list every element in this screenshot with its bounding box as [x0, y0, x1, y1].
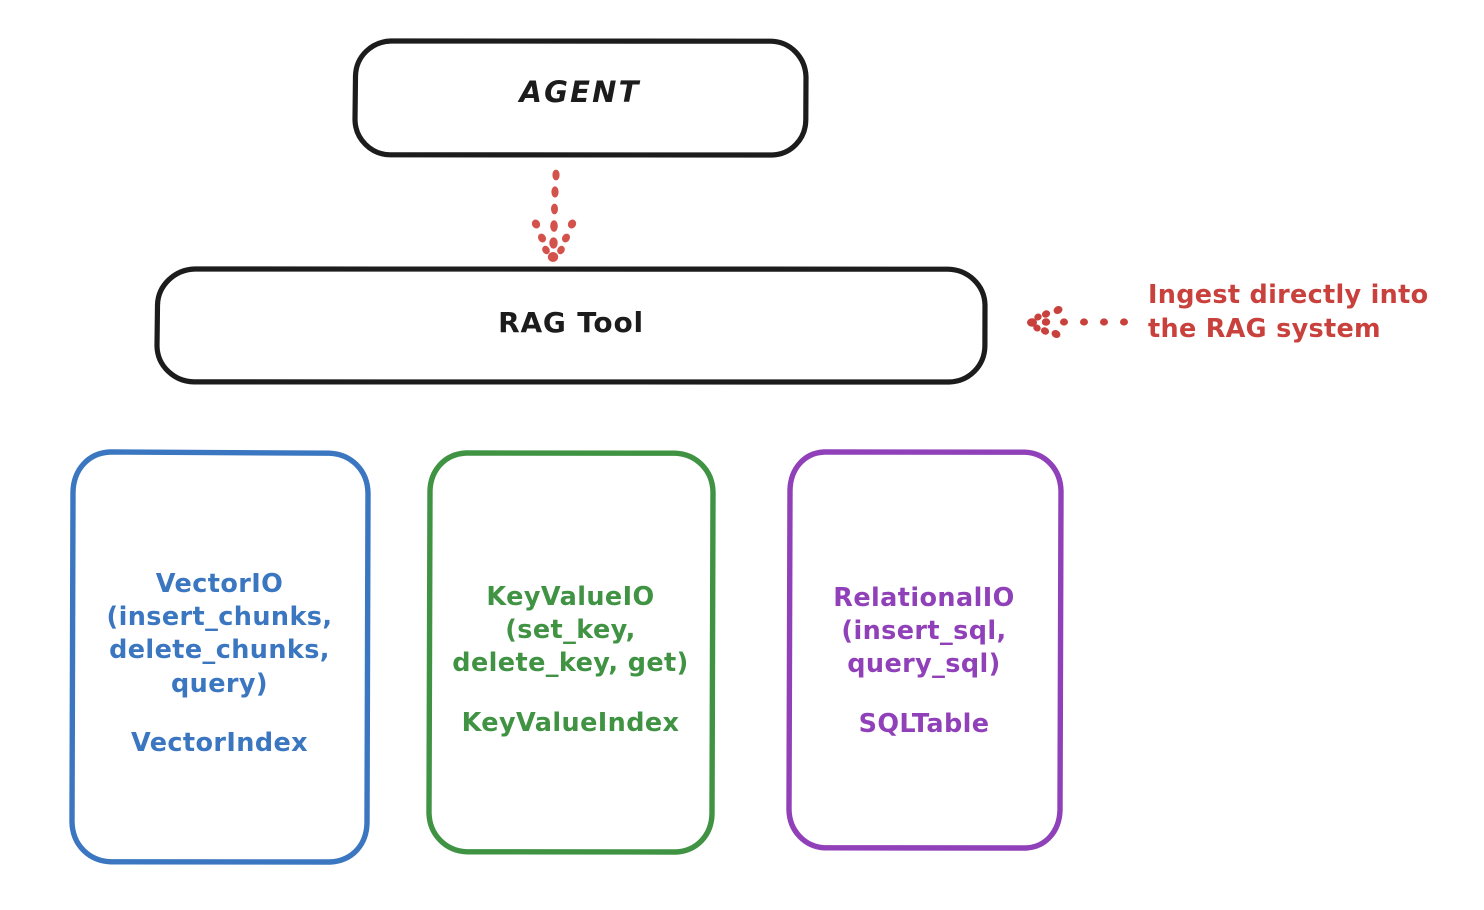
rag-tool-node[interactable] — [154, 266, 988, 385]
key-value-io-box-outline — [426, 450, 716, 855]
ingest-annotation-label: Ingest directly into the RAG system — [1148, 280, 1429, 344]
key-value-io-text-block: KeyValueIO (set_key, delete_key, get) Ke… — [428, 548, 713, 773]
rag-tool-label: RAG Tool — [498, 306, 644, 339]
relational-io-box-outline — [786, 449, 1064, 851]
sql-table-label: SQLTable — [858, 708, 990, 739]
vector-index-label: VectorIndex — [130, 727, 309, 758]
relational-io-node[interactable] — [786, 449, 1064, 851]
key-value-io-label: KeyValueIO (set_key, delete_key, get) — [452, 582, 689, 679]
vector-io-box-outline — [69, 449, 371, 865]
rag-tool-box-outline — [154, 266, 988, 385]
agent-node[interactable] — [352, 38, 809, 158]
vector-io-text-block: VectorIO (insert_chunks, delete_chunks, … — [72, 535, 367, 793]
vector-io-label: VectorIO (insert_chunks, delete_chunks, … — [106, 569, 333, 699]
relational-io-text-block: RelationalIO (insert_sql, query_sql) SQL… — [788, 549, 1060, 774]
key-value-index-label: KeyValueIndex — [461, 707, 680, 738]
vector-io-node[interactable] — [69, 449, 371, 865]
ingest-leader-arrow — [1027, 306, 1128, 338]
key-value-io-node[interactable] — [426, 450, 716, 855]
agent-label: AGENT — [519, 75, 641, 109]
relational-io-label: RelationalIO (insert_sql, query_sql) — [833, 583, 1015, 680]
agent-box-outline — [352, 38, 809, 158]
agent-to-rag-arrow — [531, 169, 577, 262]
